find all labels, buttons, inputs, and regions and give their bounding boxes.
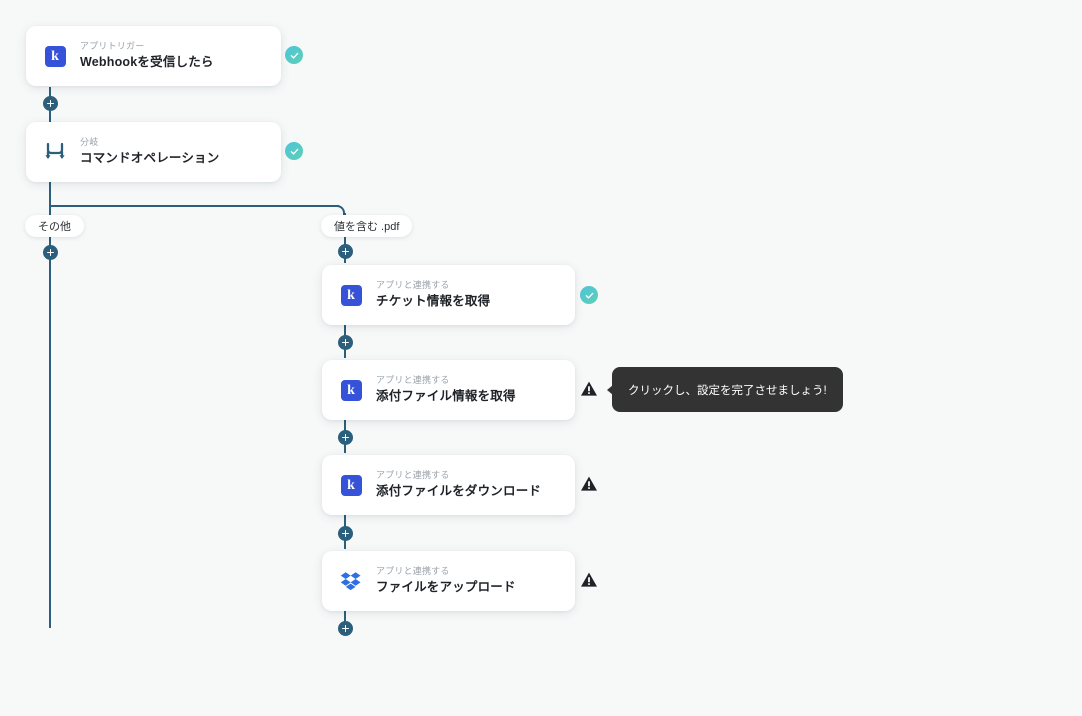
node-subtitle: アプリと連携する — [376, 566, 450, 577]
node-subtitle: アプリと連携する — [376, 470, 450, 481]
node-title: コマンドオペレーション — [80, 150, 220, 165]
kintone-icon-glyph: k — [340, 379, 362, 401]
branch-label-pdf[interactable]: 値を含む .pdf — [321, 215, 413, 237]
workflow-node-upload-file[interactable]: アプリと連携する ファイルをアップロード — [322, 551, 575, 611]
node-text: アプリと連携する 添付ファイル情報を取得 — [376, 375, 516, 404]
status-badge-warning[interactable] — [580, 475, 598, 493]
kintone-icon: k — [44, 45, 66, 67]
node-text: アプリトリガー Webhookを受信したら — [80, 41, 214, 70]
check-icon — [290, 148, 298, 155]
warning-icon — [581, 476, 597, 491]
check-icon — [585, 292, 593, 299]
kintone-icon-glyph: k — [340, 284, 362, 306]
node-title: チケット情報を取得 — [376, 293, 491, 308]
dropbox-icon-glyph — [340, 572, 361, 591]
status-badge-ok[interactable] — [285, 46, 303, 64]
add-step-node-after-trigger[interactable] — [43, 96, 58, 111]
kintone-icon-glyph: k — [44, 45, 66, 67]
add-step-node-after-get-ticket[interactable] — [338, 335, 353, 350]
dropbox-icon — [340, 570, 362, 592]
add-step-node-after-download[interactable] — [338, 526, 353, 541]
node-text: 分岐 コマンドオペレーション — [80, 137, 220, 166]
onboarding-tooltip: クリックし、設定を完了させましょう! — [612, 367, 843, 412]
node-title: ファイルをアップロード — [376, 579, 516, 594]
node-subtitle: アプリと連携する — [376, 375, 450, 386]
workflow-node-trigger[interactable]: k アプリトリガー Webhookを受信したら — [26, 26, 281, 86]
check-icon — [290, 52, 298, 59]
branch-split-bar — [49, 205, 339, 207]
node-title: 添付ファイル情報を取得 — [376, 388, 516, 403]
add-step-node-left-branch[interactable] — [43, 245, 58, 260]
workflow-node-download-attachment[interactable]: k アプリと連携する 添付ファイルをダウンロード — [322, 455, 575, 515]
node-subtitle: アプリと連携する — [376, 280, 450, 291]
kintone-icon: k — [340, 284, 362, 306]
add-step-node-after-attachment-info[interactable] — [338, 430, 353, 445]
kintone-icon: k — [340, 474, 362, 496]
branch-label-text: その他 — [38, 221, 71, 233]
branch-split-corner-right — [335, 205, 345, 215]
warning-icon — [581, 381, 597, 396]
node-title: 添付ファイルをダウンロード — [376, 483, 542, 498]
add-step-node-after-upload[interactable] — [338, 621, 353, 636]
node-text: アプリと連携する ファイルをアップロード — [376, 566, 516, 595]
node-subtitle: アプリトリガー — [80, 41, 145, 52]
connector-right-branch-top — [344, 213, 346, 263]
add-step-node-right-branch-top[interactable] — [338, 244, 353, 259]
branch-icon-glyph — [45, 142, 65, 159]
warning-icon — [581, 572, 597, 587]
branch-icon — [44, 141, 66, 163]
workflow-node-get-ticket[interactable]: k アプリと連携する チケット情報を取得 — [322, 265, 575, 325]
node-text: アプリと連携する 添付ファイルをダウンロード — [376, 470, 542, 499]
kintone-icon: k — [340, 379, 362, 401]
status-badge-warning[interactable] — [580, 571, 598, 589]
status-badge-warning[interactable] — [580, 380, 598, 398]
kintone-icon-glyph: k — [340, 474, 362, 496]
node-text: アプリと連携する チケット情報を取得 — [376, 280, 491, 309]
connector-branch-down — [49, 179, 51, 207]
connector-left-branch — [49, 205, 51, 628]
branch-label-text: 値を含む .pdf — [334, 221, 400, 233]
node-subtitle: 分岐 — [80, 137, 99, 148]
connector-right-seg-4 — [344, 610, 346, 630]
workflow-node-get-attachment-info[interactable]: k アプリと連携する 添付ファイル情報を取得 — [322, 360, 575, 420]
status-badge-ok[interactable] — [580, 286, 598, 304]
branch-label-other[interactable]: その他 — [25, 215, 84, 237]
workflow-node-branch[interactable]: 分岐 コマンドオペレーション — [26, 122, 281, 182]
status-badge-ok[interactable] — [285, 142, 303, 160]
tooltip-message: クリックし、設定を完了させましょう! — [628, 384, 827, 397]
node-title: Webhookを受信したら — [80, 54, 214, 69]
